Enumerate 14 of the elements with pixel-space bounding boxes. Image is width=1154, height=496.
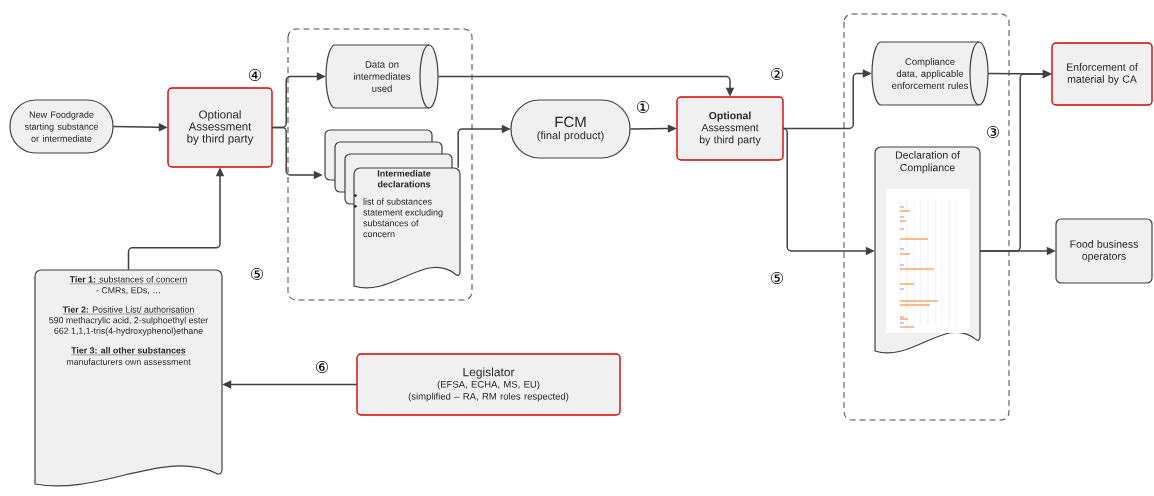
step-number: ⑥ — [316, 361, 328, 373]
process-box: Food business operators — [1055, 218, 1153, 284]
step-number: ① — [637, 101, 649, 113]
process-box: Enforcement of material by CA — [1051, 42, 1153, 106]
process-box: Optional Assessment by third party — [167, 87, 273, 168]
step-number: ⑤ — [771, 272, 783, 284]
document-stack: Intermediate declarations list of substances statement excluding substances of concern — [324, 129, 461, 289]
dashed-group-box — [843, 13, 1010, 421]
step-number: ② — [771, 68, 783, 80]
step-number: ③ — [987, 126, 999, 138]
dashed-group-box — [287, 28, 473, 301]
process-box: Optional Assessment by third party — [676, 96, 784, 161]
process-box: Legislator (EFSA, ECHA, MS, EU) (simplified – RA, RM roles respected) — [356, 353, 621, 416]
step-number: ⑤ — [251, 268, 263, 280]
